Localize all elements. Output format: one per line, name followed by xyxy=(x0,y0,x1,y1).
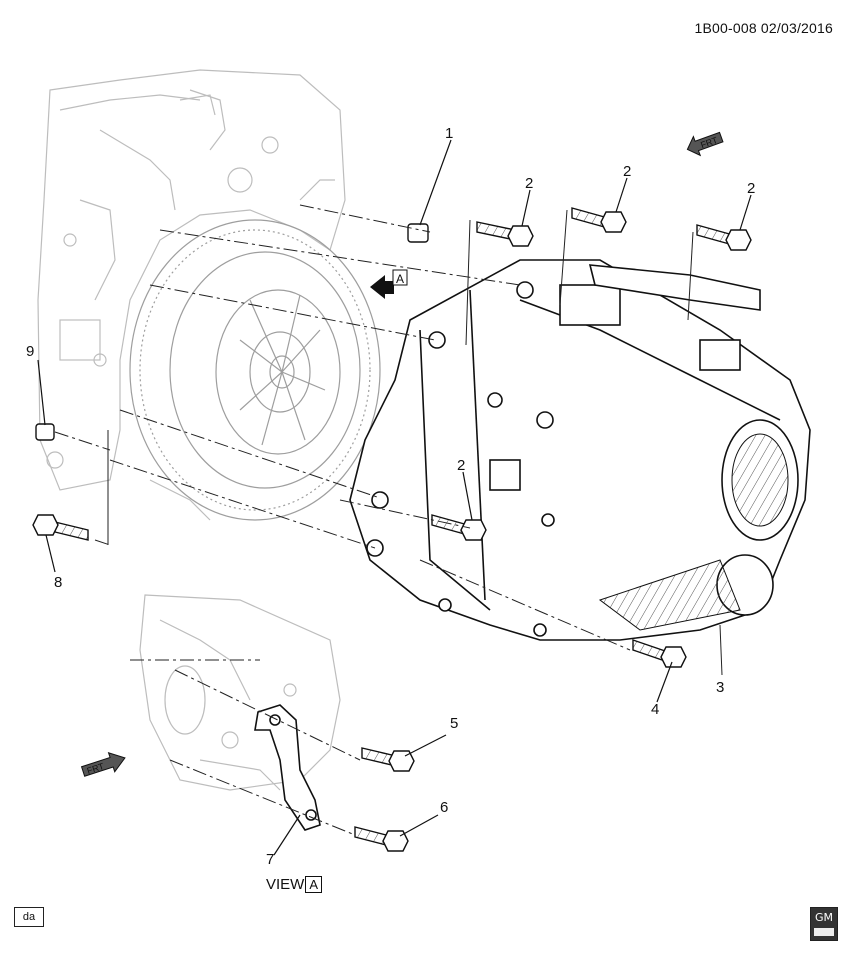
view-letter-box: A xyxy=(305,876,323,893)
view-text: VIEW xyxy=(266,876,305,893)
callout-7: 7 xyxy=(266,851,274,868)
view-arrow: A xyxy=(370,269,408,299)
view-a-engine xyxy=(139,594,341,791)
frt-arrow-bottom: FRT xyxy=(80,751,126,777)
callout-5: 5 xyxy=(450,715,458,732)
callout-8: 8 xyxy=(54,574,62,591)
transaxle-housing xyxy=(349,259,811,641)
view-arrow-letter: A xyxy=(396,272,404,286)
callout-6: 6 xyxy=(440,799,448,816)
callout-1: 1 xyxy=(445,125,453,142)
callouts: 1 2 2 2 2 3 4 5 6 7 8 9 xyxy=(26,125,755,868)
view-label: VIEW A xyxy=(266,876,323,893)
gm-logo: GM xyxy=(810,907,838,941)
gm-logo-text: GM xyxy=(814,911,833,924)
flywheel-clutch xyxy=(129,219,381,521)
frt-label-bottom: FRT xyxy=(86,761,106,776)
fasteners xyxy=(32,207,752,852)
engine-block xyxy=(37,69,346,521)
callout-9: 9 xyxy=(26,343,34,360)
callout-2d: 2 xyxy=(457,457,465,474)
callout-2c: 2 xyxy=(747,180,755,197)
title-ref: 1B00-008 02/03/2016 xyxy=(694,20,833,36)
callout-4: 4 xyxy=(651,701,659,718)
frt-arrow-top: FRT xyxy=(686,131,724,157)
callout-2b: 2 xyxy=(623,163,631,180)
solid-leaders xyxy=(107,209,723,676)
bracket-7 xyxy=(254,704,321,831)
callout-2a: 2 xyxy=(525,175,533,192)
callout-leaders xyxy=(37,139,752,856)
alignment-lines xyxy=(54,204,631,836)
callout-3: 3 xyxy=(716,679,724,696)
gm-logo-bar xyxy=(814,928,834,936)
da-label-box: da xyxy=(14,907,44,927)
